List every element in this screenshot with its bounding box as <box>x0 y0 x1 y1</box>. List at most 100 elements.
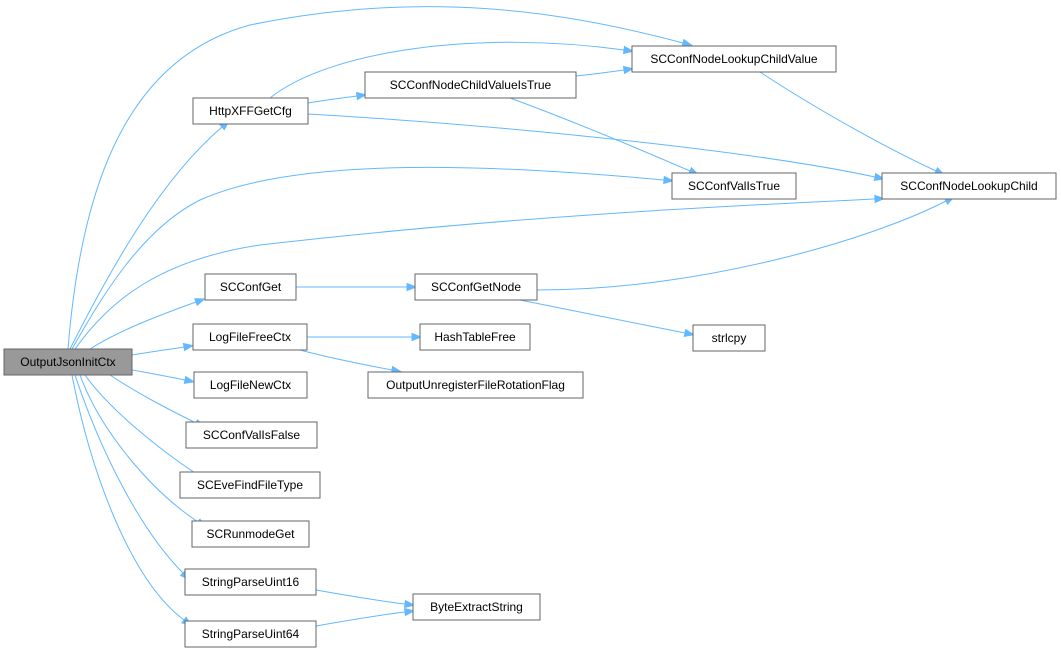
node-strlcpy[interactable]: strlcpy <box>692 324 766 352</box>
node-sc-conf-node-lookup-child[interactable]: SCConfNodeLookupChild <box>881 172 1057 200</box>
edge-sc-conf-get-node-to-sc-conf-node-lookup-child <box>536 196 956 291</box>
svg-text:OutputJsonInitCtx: OutputJsonInitCtx <box>20 355 115 369</box>
svg-text:SCConfNodeLookupChildValue: SCConfNodeLookupChildValue <box>650 52 818 66</box>
edge-output-json-init-ctx-to-sc-conf-val-is-true-line <box>71 166 665 350</box>
edge-sc-conf-node-child-value-is-true-to-sc-conf-node-lookup-child-value <box>575 65 635 77</box>
node-sc-eve-find-file-type[interactable]: SCEveFindFileType <box>179 471 321 499</box>
edge-output-json-init-ctx-to-http-xff-get-cfg-line <box>69 126 223 350</box>
node-http-xff-get-cfg[interactable]: HttpXFFGetCfg <box>192 97 309 125</box>
edge-sc-conf-get-node-to-strlcpy-arrowhead <box>683 328 696 338</box>
node-sc-conf-node-child-value-is-true[interactable]: SCConfNodeChildValueIsTrue <box>364 71 577 99</box>
edge-output-json-init-ctx-to-sc-runmode-get <box>79 374 207 528</box>
node-string-parse-uint16[interactable]: StringParseUint16 <box>184 568 317 596</box>
node-hash-table-free[interactable]: HashTableFree <box>419 323 531 351</box>
edge-output-json-init-ctx-to-log-file-free-ctx-line <box>131 346 185 356</box>
edge-output-json-init-ctx-to-sc-conf-node-lookup-child <box>74 194 886 350</box>
node-log-file-free-ctx[interactable]: LogFileFreeCtx <box>192 323 308 351</box>
edge-sc-conf-get-to-sc-conf-get-node <box>296 282 418 292</box>
edge-log-file-free-ctx-to-output-unregister-file-rotation-flag <box>299 349 403 375</box>
edge-output-json-init-ctx-to-sc-conf-node-lookup-child-value-arrowhead <box>681 38 694 47</box>
edge-http-xff-get-cfg-to-sc-conf-node-lookup-child-value-arrowhead <box>622 45 635 55</box>
svg-text:ByteExtractString: ByteExtractString <box>430 600 523 614</box>
svg-text:SCEveFindFileType: SCEveFindFileType <box>197 478 303 492</box>
edge-string-parse-uint16-to-byte-extract-string-line <box>315 589 406 605</box>
node-output-json-init-ctx[interactable]: OutputJsonInitCtx <box>3 348 133 376</box>
edge-output-json-init-ctx-to-sc-conf-get-line <box>89 301 197 350</box>
svg-text:HashTableFree: HashTableFree <box>434 330 516 344</box>
node-sc-runmode-get[interactable]: SCRunmodeGet <box>191 520 310 548</box>
edge-sc-conf-node-lookup-child-value-to-sc-conf-node-lookup-child <box>759 71 946 176</box>
svg-text:HttpXFFGetCfg: HttpXFFGetCfg <box>209 104 292 118</box>
svg-text:LogFileFreeCtx: LogFileFreeCtx <box>209 330 291 344</box>
edge-http-xff-get-cfg-to-sc-conf-node-lookup-child-arrowhead <box>873 172 886 182</box>
edge-output-json-init-ctx-to-sc-conf-val-is-false-line <box>109 374 197 424</box>
svg-text:OutputUnregisterFileRotationFl: OutputUnregisterFileRotationFlag <box>386 378 565 392</box>
edge-http-xff-get-cfg-to-sc-conf-node-lookup-child-value <box>269 41 635 99</box>
node-sc-conf-val-is-false[interactable]: SCConfValIsFalse <box>185 421 318 449</box>
edge-sc-conf-node-lookup-child-value-to-sc-conf-node-lookup-child-line <box>759 71 937 172</box>
svg-text:SCConfGet: SCConfGet <box>220 280 282 294</box>
edge-sc-conf-node-child-value-is-true-to-sc-conf-val-is-true <box>509 97 700 176</box>
svg-text:SCConfNodeChildValueIsTrue: SCConfNodeChildValueIsTrue <box>390 78 552 92</box>
edge-output-json-init-ctx-to-sc-runmode-get-line <box>79 374 199 523</box>
edge-output-json-init-ctx-to-string-parse-uint16 <box>74 374 191 581</box>
edge-log-file-free-ctx-to-output-unregister-file-rotation-flag-line <box>299 349 393 371</box>
nodes-layer: OutputJsonInitCtx HttpXFFGetCfg SCConfNo… <box>3 45 1057 648</box>
edge-output-json-init-ctx-to-sc-conf-node-lookup-child-value <box>67 6 694 350</box>
edge-output-json-init-ctx-to-http-xff-get-cfg <box>69 120 230 350</box>
node-sc-conf-node-lookup-child-value[interactable]: SCConfNodeLookupChildValue <box>631 45 837 73</box>
node-sc-conf-val-is-true[interactable]: SCConfValIsTrue <box>671 172 797 200</box>
edge-output-json-init-ctx-to-sc-eve-find-file-type-line <box>84 374 199 476</box>
svg-text:strlcpy: strlcpy <box>712 331 747 345</box>
edge-output-json-init-ctx-to-sc-conf-node-lookup-child-line <box>74 198 876 350</box>
edge-output-json-init-ctx-to-log-file-free-ctx <box>131 342 195 356</box>
edge-string-parse-uint16-to-byte-extract-string <box>315 589 416 609</box>
svg-text:SCRunmodeGet: SCRunmodeGet <box>206 527 295 541</box>
edge-output-json-init-ctx-to-log-file-new-ctx-line <box>131 369 186 381</box>
node-output-unregister-file-rotation-flag[interactable]: OutputUnregisterFileRotationFlag <box>367 371 584 399</box>
edge-output-json-init-ctx-to-log-file-new-ctx-arrowhead <box>183 375 196 385</box>
edge-output-json-init-ctx-to-sc-conf-get <box>89 298 206 350</box>
edge-output-json-init-ctx-to-log-file-new-ctx <box>131 369 196 385</box>
edge-http-xff-get-cfg-to-sc-conf-node-lookup-child-value-line <box>269 41 625 99</box>
edge-sc-conf-node-child-value-is-true-to-sc-conf-node-lookup-child-value-arrowhead <box>622 65 635 75</box>
edge-string-parse-uint64-to-byte-extract-string-line <box>315 611 406 627</box>
edge-output-json-init-ctx-to-sc-conf-val-is-true <box>71 166 675 350</box>
edge-output-json-init-ctx-to-string-parse-uint64 <box>71 374 193 627</box>
edge-http-xff-get-cfg-to-sc-conf-node-child-value-is-true-arrowhead <box>355 91 368 101</box>
edge-log-file-free-ctx-to-hash-table-free-arrowhead <box>411 332 423 342</box>
edge-sc-conf-get-to-sc-conf-get-node-arrowhead <box>406 282 418 292</box>
edge-http-xff-get-cfg-to-sc-conf-node-child-value-is-true <box>307 91 368 104</box>
svg-text:LogFileNewCtx: LogFileNewCtx <box>210 378 291 392</box>
node-log-file-new-ctx[interactable]: LogFileNewCtx <box>193 371 308 399</box>
node-byte-extract-string[interactable]: ByteExtractString <box>412 593 541 621</box>
svg-text:SCConfGetNode: SCConfGetNode <box>431 280 521 294</box>
edge-output-json-init-ctx-to-string-parse-uint64-line <box>71 374 185 621</box>
node-string-parse-uint64[interactable]: StringParseUint64 <box>184 620 317 648</box>
edge-string-parse-uint64-to-byte-extract-string <box>315 607 416 627</box>
edge-sc-conf-node-child-value-is-true-to-sc-conf-node-lookup-child-value-line <box>575 69 625 77</box>
edge-output-json-init-ctx-to-string-parse-uint16-line <box>74 374 184 574</box>
svg-text:SCConfValIsTrue: SCConfValIsTrue <box>688 179 780 193</box>
edge-http-xff-get-cfg-to-sc-conf-node-child-value-is-true-line <box>307 95 358 104</box>
svg-text:StringParseUint16: StringParseUint16 <box>202 575 300 589</box>
edge-output-json-init-ctx-to-sc-conf-node-lookup-child-value-line <box>67 6 684 350</box>
node-sc-conf-get-node[interactable]: SCConfGetNode <box>414 273 538 301</box>
edges-layer <box>67 6 956 627</box>
node-sc-conf-get[interactable]: SCConfGet <box>204 273 297 301</box>
edge-sc-conf-get-node-to-strlcpy <box>519 299 696 338</box>
edge-log-file-free-ctx-to-hash-table-free <box>307 332 423 342</box>
svg-text:SCConfValIsFalse: SCConfValIsFalse <box>203 428 300 442</box>
svg-text:SCConfNodeLookupChild: SCConfNodeLookupChild <box>900 179 1037 193</box>
edge-http-xff-get-cfg-to-sc-conf-node-lookup-child <box>307 113 886 182</box>
edge-string-parse-uint16-to-byte-extract-string-arrowhead <box>403 599 416 609</box>
svg-text:StringParseUint64: StringParseUint64 <box>202 627 300 641</box>
edge-sc-conf-get-node-to-sc-conf-node-lookup-child-line <box>536 200 947 291</box>
edge-output-json-init-ctx-to-sc-conf-get-arrowhead <box>194 298 206 307</box>
edge-string-parse-uint64-to-byte-extract-string-arrowhead <box>403 607 416 617</box>
edge-sc-conf-node-child-value-is-true-to-sc-conf-val-is-true-line <box>509 97 691 172</box>
edge-output-json-init-ctx-to-sc-conf-node-lookup-child-arrowhead <box>874 194 886 204</box>
edge-sc-conf-get-node-to-strlcpy-line <box>519 299 686 334</box>
edge-output-json-init-ctx-to-log-file-free-ctx-arrowhead <box>182 342 195 352</box>
